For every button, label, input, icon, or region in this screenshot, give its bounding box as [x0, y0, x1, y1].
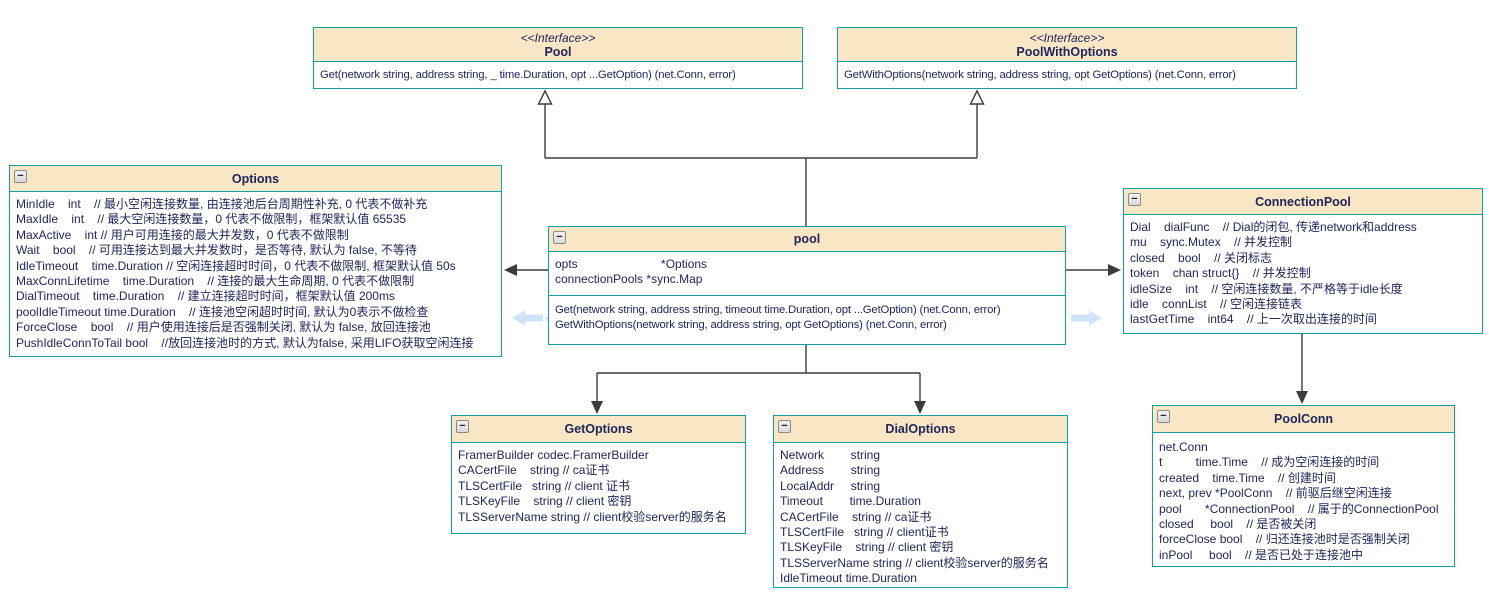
field-line: inPool bool // 是否已处于连接池中 [1159, 547, 1364, 562]
field-line: net.Conn [1159, 440, 1208, 454]
field-line: TLSServerName string // client校验server的服… [780, 555, 1049, 570]
field-line: PushIdleConnToTail bool //放回连接池时的方式, 默认为… [16, 335, 474, 350]
edge-pool-to-options-structs[interactable] [591, 345, 926, 414]
collapse-icon[interactable]: − [1128, 193, 1141, 206]
field-line: MaxActive int // 用户可用连接的最大并发数，0 代表不做限制 [16, 227, 349, 242]
field-line: MaxIdle int // 最大空闲连接数量，0 代表不做限制，框架默认值 6… [16, 212, 407, 227]
field-line: TLSKeyFile string // client 密钥 [780, 540, 954, 555]
class-header[interactable]: − pool [549, 227, 1065, 252]
arrowhead [914, 401, 926, 414]
field-line: LocalAddr string [780, 478, 881, 493]
field-line: lastGetTime int64 // 上一次取出连接的时间 [1130, 312, 1377, 327]
field-line: TLSKeyFile string // client 密钥 [458, 494, 632, 509]
class-title: Pool [544, 44, 572, 59]
collapse-icon[interactable]: − [553, 231, 566, 244]
field-line: ForceClose bool // 用户使用连接后是否强制关闭, 默认为 fa… [16, 320, 431, 335]
edge-pool-to-options[interactable] [504, 264, 548, 276]
field-line: Timeout time.Duration [780, 494, 921, 509]
edge-connectionpool-to-poolconn[interactable] [1296, 334, 1308, 404]
stereotype-label: <<Interface>> [1029, 30, 1105, 45]
class-box-poolwithoptions-interface[interactable]: <<Interface>> PoolWithOptions GetWithOpt… [837, 27, 1297, 89]
arrowhead [1108, 264, 1121, 276]
field-line: Network string [780, 448, 881, 462]
class-title: pool [793, 232, 821, 246]
collapse-icon[interactable]: − [778, 420, 791, 433]
field-line: IdleTimeout time.Duration [780, 571, 917, 586]
field-line: token chan struct{} // 并发控制 [1130, 266, 1311, 281]
field-line: next, prev *PoolConn // 前驱后继空闲连接 [1159, 486, 1392, 501]
hollow-triangle-arrowhead [537, 89, 553, 105]
stereotype-label: <<Interface>> [520, 30, 596, 45]
field-line: Dial dialFunc // Dial的闭包, 传递network和addr… [1130, 220, 1417, 234]
edge-pool-realizes-interfaces[interactable] [537, 89, 985, 226]
class-header[interactable]: <<Interface>> PoolWithOptions [838, 28, 1296, 62]
method-line: GetWithOptions(network string, address s… [844, 69, 1236, 81]
field-line: DialTimeout time.Duration // 建立连接超时时间，框架… [16, 289, 395, 304]
field-line: MinIdle int // 最小空闲连接数量, 由连接池后台周期性补充, 0 … [16, 197, 428, 211]
field-line: t time.Time // 成为空闲连接的时间 [1159, 455, 1380, 470]
field-line: TLSCertFile string // client 证书 [458, 478, 631, 493]
method-line: GetWithOptions(network string, address s… [555, 319, 947, 332]
class-header[interactable]: − ConnectionPool [1124, 189, 1482, 215]
field-line: created time.Time // 创建时间 [1159, 470, 1336, 485]
arrowhead [591, 401, 603, 414]
field-line: mu sync.Mutex // 并发控制 [1130, 235, 1293, 250]
edge-pool-to-connectionpool[interactable] [1066, 264, 1121, 276]
class-box-options[interactable]: − Options MinIdle int // 最小空闲连接数量, 由连接池后… [9, 165, 502, 357]
arrowhead [1296, 391, 1308, 404]
field-line: FramerBuilder codec.FramerBuilder [458, 448, 649, 462]
field-line: CACertFile string // ca证书 [780, 509, 932, 524]
class-title: DialOptions [885, 422, 956, 436]
collapse-icon[interactable]: − [1157, 410, 1170, 423]
class-box-pool-interface[interactable]: <<Interface>> Pool Get(network string, a… [313, 27, 803, 89]
field-line: opts *Options [555, 257, 708, 271]
field-line: Wait bool // 可用连接达到最大并发数时，是否等待, 默认为 fals… [16, 243, 417, 258]
class-header[interactable]: − DialOptions [774, 416, 1067, 443]
collapse-icon[interactable]: − [456, 420, 469, 433]
field-line: CACertFile string // ca证书 [458, 463, 610, 478]
field-line: TLSCertFile string // client证书 [780, 525, 949, 540]
collapse-icon[interactable]: − [14, 170, 27, 183]
class-box-connectionpool[interactable]: − ConnectionPool Dial dialFunc // Dial的闭… [1123, 188, 1483, 334]
field-line: Address string [780, 463, 881, 478]
class-box-dialoptions[interactable]: − DialOptions Network string Address str… [773, 415, 1068, 588]
class-box-getoptions[interactable]: − GetOptions FramerBuilder codec.FramerB… [451, 415, 746, 534]
class-title: GetOptions [564, 422, 633, 436]
method-line: Get(network string, address string, time… [555, 304, 1001, 316]
field-line: forceClose bool // 归还连接池时是否强制关闭 [1159, 532, 1410, 547]
field-line: closed bool // 关闭标志 [1130, 250, 1273, 265]
class-header[interactable]: − PoolConn [1153, 406, 1454, 433]
field-line: idle connList // 空闲连接链表 [1130, 297, 1303, 312]
field-line: connectionPools *sync.Map [555, 272, 703, 287]
field-line: MaxConnLifetime time.Duration // 连接的最大生命… [16, 274, 415, 289]
class-header[interactable]: − Options [10, 166, 501, 192]
method-line: Get(network string, address string, _ ti… [320, 69, 736, 81]
field-line: closed bool // 是否被关闭 [1159, 517, 1317, 532]
class-box-pool[interactable]: − pool opts *Options connectionPools *sy… [548, 226, 1066, 345]
class-header[interactable]: − GetOptions [452, 416, 745, 443]
arrowhead [504, 264, 517, 276]
class-header[interactable]: <<Interface>> Pool [314, 28, 802, 62]
class-box-poolconn[interactable]: − PoolConn net.Conn t time.Time // 成为空闲连… [1152, 405, 1455, 567]
class-title: PoolConn [1273, 412, 1333, 426]
hollow-triangle-arrowhead [969, 89, 985, 105]
field-line: poolIdleTimeout time.Duration // 连接池空闲超时… [16, 304, 429, 319]
field-line: TLSServerName string // client校验server的服… [458, 509, 727, 524]
field-line: IdleTimeout time.Duration // 空闲连接超时时间，0 … [16, 258, 456, 273]
class-title: Options [231, 171, 280, 186]
edge-hint-arrow-left: ✳ [512, 310, 553, 326]
class-title: PoolWithOptions [1016, 44, 1118, 59]
field-line: idleSize int // 空闲连接数量, 不严格等于idle长度 [1130, 281, 1403, 296]
field-line: pool *ConnectionPool // 属于的ConnectionPoo… [1159, 501, 1439, 516]
class-title: ConnectionPool [1255, 194, 1351, 209]
